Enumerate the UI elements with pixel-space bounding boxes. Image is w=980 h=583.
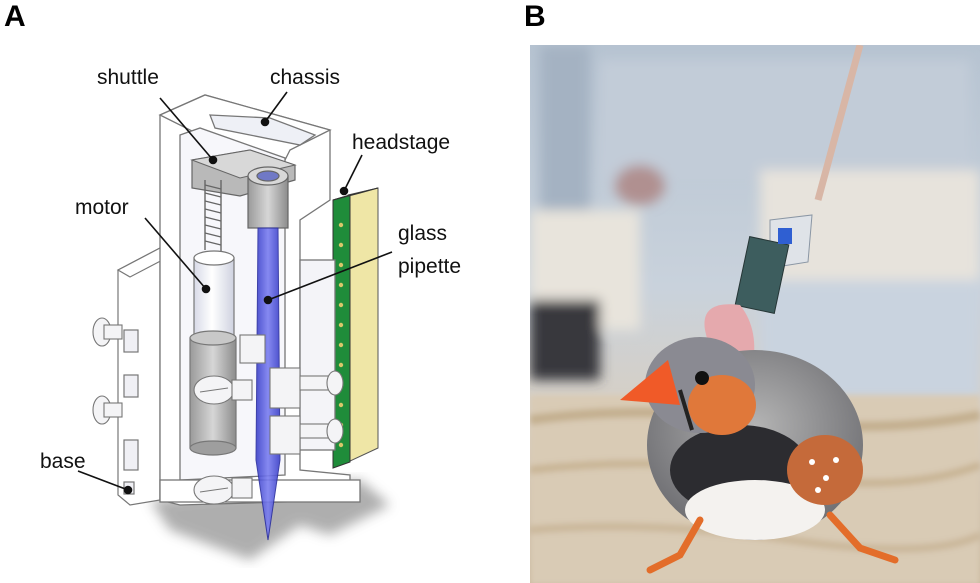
left-screws	[92, 317, 123, 425]
label-glass: glass	[398, 222, 448, 245]
clamp-screws	[193, 334, 266, 505]
label-motor: motor	[75, 196, 129, 219]
pipette-holder	[247, 166, 289, 229]
label-pipette: pipette	[398, 255, 462, 278]
drive-motor	[189, 250, 237, 456]
right-screws	[269, 367, 344, 455]
headstage-board	[332, 187, 379, 469]
zebra-finch	[620, 337, 899, 574]
glass-pipette	[255, 227, 281, 541]
leader-lines	[77, 91, 393, 495]
panel-letter-b: B	[524, 0, 546, 33]
tether-cable	[814, 45, 864, 201]
label-chassis: chassis	[270, 66, 341, 89]
microdrive-illustration	[77, 91, 393, 560]
lead-screw	[204, 180, 222, 255]
drive-base	[116, 247, 174, 506]
label-base: base	[40, 450, 86, 473]
label-shuttle: shuttle	[97, 66, 159, 89]
label-headstage: headstage	[352, 131, 451, 154]
panel-letter-a: A	[4, 0, 26, 33]
bird-photo	[530, 45, 980, 583]
